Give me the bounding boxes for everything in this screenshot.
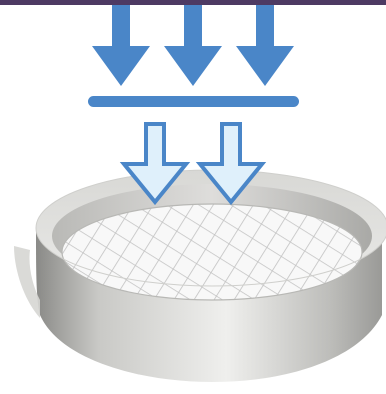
- arrow-down-icon: [164, 5, 222, 86]
- arrow-down-icon: [92, 5, 150, 86]
- sieve-icon: [14, 170, 386, 382]
- arrow-down-icon: [236, 5, 294, 86]
- solid-arrows-group: [92, 5, 294, 86]
- barrier-bar: [88, 96, 299, 107]
